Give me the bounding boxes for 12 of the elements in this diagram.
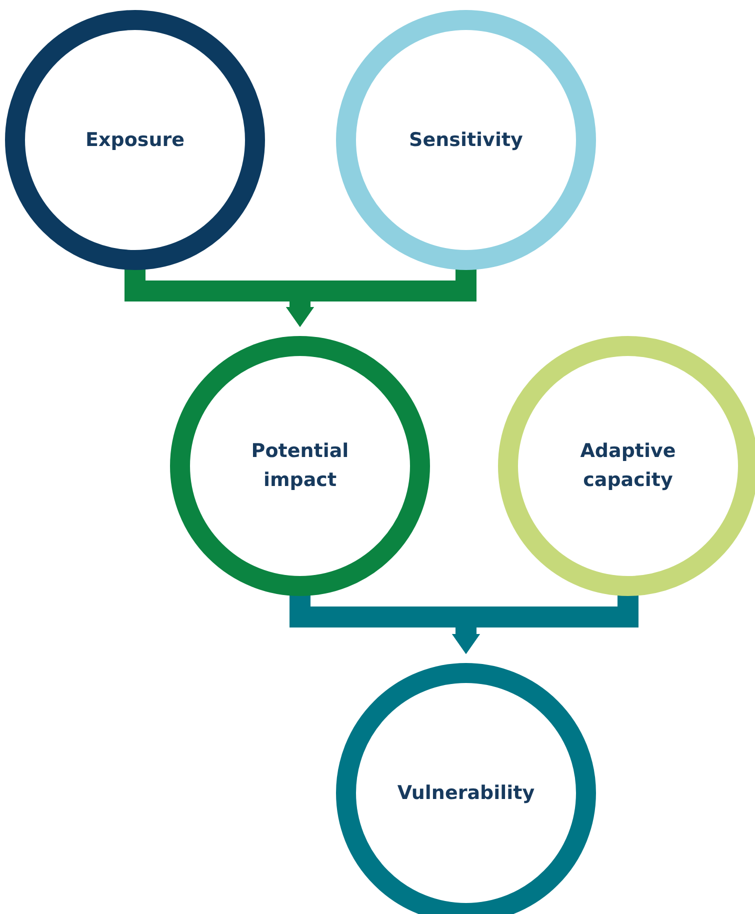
node-label: Vulnerability (397, 780, 535, 806)
node-label: Sensitivity (409, 128, 523, 152)
node-label: Potential impact (250, 439, 350, 493)
ring-node (336, 10, 596, 270)
ring-node (498, 336, 755, 596)
connector-arrow (452, 595, 638, 654)
ring-node (170, 336, 430, 596)
ring-node (336, 663, 596, 914)
connector-arrow (286, 269, 476, 327)
ring-node (5, 10, 265, 270)
node-label: Exposure (86, 128, 184, 152)
node-label: Adaptive capacity (579, 439, 677, 493)
